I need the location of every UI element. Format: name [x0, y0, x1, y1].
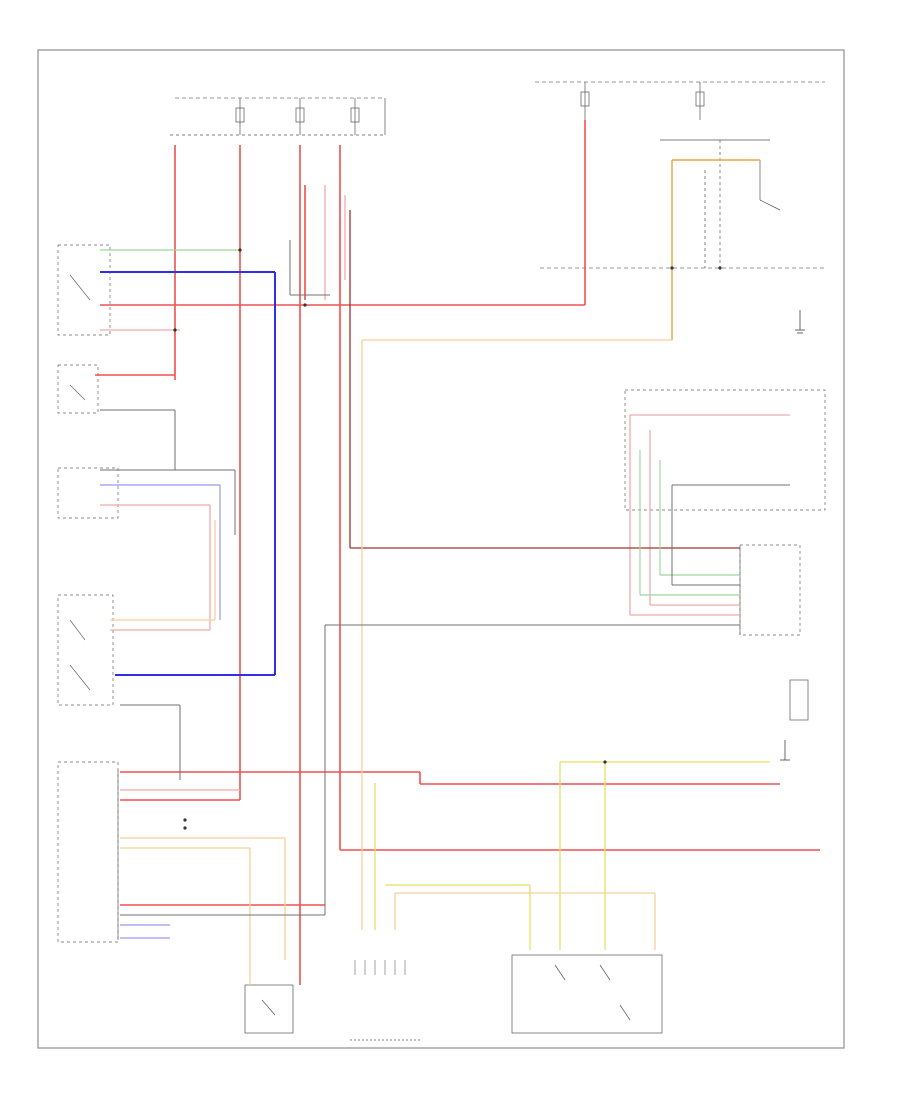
diagram-frame [37, 49, 845, 1049]
power-rails [175, 81, 825, 269]
wires-pink [100, 185, 790, 791]
wires-red [95, 120, 820, 985]
left-components [57, 244, 119, 706]
bottom-components [244, 679, 809, 1041]
splice-points [173, 248, 722, 830]
wires-yellow [374, 761, 770, 950]
wires-orange [671, 159, 760, 340]
wires-light-blue [100, 484, 221, 939]
wires-light-orange [110, 339, 672, 985]
fuse-block-left [170, 98, 386, 136]
ground-symbols [780, 310, 805, 761]
wires-gray [100, 240, 790, 916]
right-connector [624, 389, 826, 636]
control-module-connector [57, 761, 119, 943]
wires-green [100, 249, 740, 596]
wires-dark-red [349, 210, 740, 549]
fuse-block-right [580, 82, 781, 268]
wires-blue [100, 271, 276, 676]
connector-pins [354, 960, 406, 975]
